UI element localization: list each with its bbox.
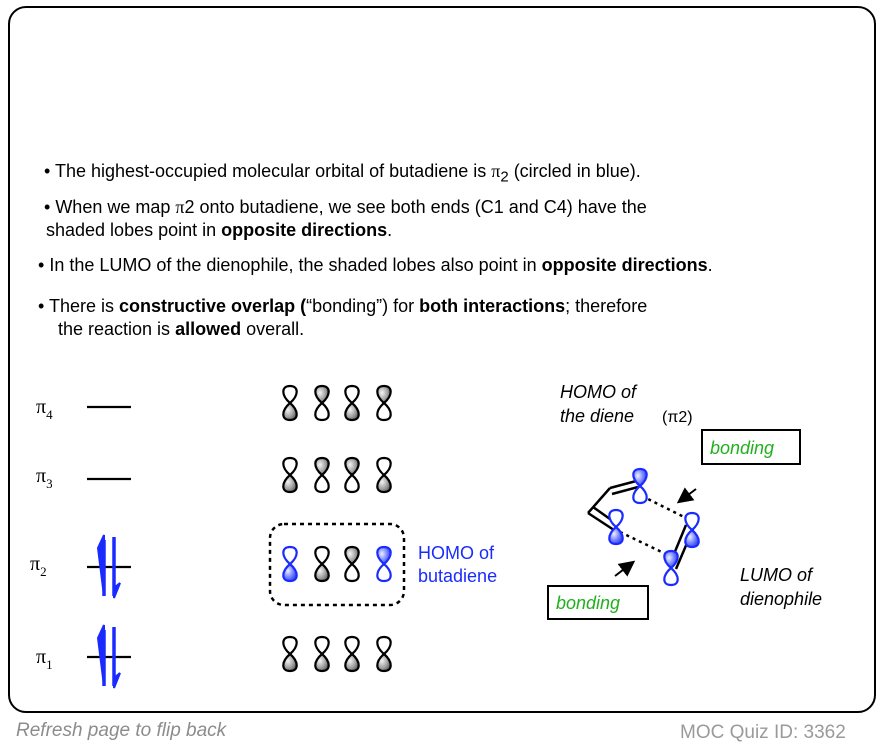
- orbital-lobe: [314, 456, 330, 477]
- orbital-lobe: [314, 473, 330, 494]
- level-pi1: π1: [36, 624, 131, 689]
- orbital-lobe: [376, 652, 392, 673]
- orbital-lobe: [282, 545, 298, 566]
- orbital-lobe: [663, 566, 679, 587]
- orbital-lobe: [376, 401, 392, 422]
- dotted-bond-top: [641, 494, 691, 522]
- arrow-bottom: [614, 560, 636, 577]
- svg-text:π2: π2: [30, 553, 47, 579]
- dotted-bond-bottom: [619, 530, 671, 558]
- arrow-top: [676, 487, 697, 504]
- svg-text:π4: π4: [36, 396, 53, 422]
- bonding-label-bottom: bonding: [556, 593, 620, 613]
- bullet-4: • There is constructive overlap (“bondin…: [38, 296, 648, 339]
- electron-pair-pi2: [96, 534, 121, 599]
- homo-diene-pi-label: (π2): [662, 409, 693, 426]
- quiz-card: [8, 6, 876, 713]
- orbital-lobe: [663, 549, 679, 570]
- lumo-label-2: dienophile: [740, 589, 822, 609]
- orbital-lobe: [344, 545, 360, 566]
- right-orbital-lobes: [608, 467, 700, 587]
- level-pi4: π4: [36, 396, 131, 422]
- orbital-lobe: [344, 456, 360, 477]
- orbital-lobe: [376, 456, 392, 477]
- orbital-lobe: [376, 562, 392, 583]
- orbital-lobe: [608, 508, 624, 529]
- bullet-3: • In the LUMO of the dienophile, the sha…: [38, 255, 713, 275]
- orbital-lobe: [376, 635, 392, 656]
- orbital-lobes: [282, 384, 392, 673]
- lumo-label-1: LUMO of: [740, 565, 814, 585]
- orbital-lobe: [376, 545, 392, 566]
- orbital-lobe: [314, 652, 330, 673]
- homo-butadiene-label-2: butadiene: [418, 566, 497, 586]
- quiz-id: MOC Quiz ID: 3362: [680, 722, 846, 743]
- orbital-lobe: [282, 456, 298, 477]
- orbital-lobe: [282, 562, 298, 583]
- homo-butadiene-label-1: HOMO of: [418, 543, 495, 563]
- orbital-lobe: [314, 384, 330, 405]
- orbital-lobe: [376, 473, 392, 494]
- bullet-1: • The highest-occupied molecular orbital…: [44, 161, 641, 186]
- orbital-lobe: [684, 511, 700, 532]
- orbital-lobe: [632, 484, 648, 505]
- orbital-lobe: [684, 528, 700, 549]
- bullet-2: • When we map π2 onto butadiene, we see …: [44, 197, 647, 240]
- orbital-lobe: [282, 635, 298, 656]
- orbital-lobe: [282, 401, 298, 422]
- orbital-lobe: [282, 473, 298, 494]
- orbital-lobe: [632, 467, 648, 488]
- orbital-lobe: [608, 525, 624, 546]
- orbital-lobe: [314, 545, 330, 566]
- orbital-lobe: [282, 384, 298, 405]
- homo-diene-label-2: the diene: [560, 406, 634, 426]
- orbital-lobe: [344, 473, 360, 494]
- orbital-lobe: [314, 635, 330, 656]
- orbital-lobe: [344, 401, 360, 422]
- electron-pair-pi1: [96, 624, 121, 689]
- refresh-hint: Refresh page to flip back: [16, 720, 227, 741]
- level-pi3: π3: [36, 465, 131, 491]
- level-pi2: π2: [30, 534, 131, 599]
- orbital-lobe: [282, 652, 298, 673]
- orbital-lobe: [344, 635, 360, 656]
- bonding-box-bottom: [547, 585, 649, 620]
- homo-dashed-box: [268, 522, 406, 607]
- orbital-lobe: [376, 384, 392, 405]
- orbital-lobe: [344, 384, 360, 405]
- bonding-box-top: [701, 429, 801, 465]
- bonding-label-top: bonding: [710, 438, 774, 458]
- svg-text:π3: π3: [36, 465, 53, 491]
- svg-text:π1: π1: [36, 646, 53, 672]
- orbital-lobe: [344, 562, 360, 583]
- homo-diene-label-1: HOMO of: [560, 382, 638, 402]
- orbital-lobe: [344, 652, 360, 673]
- orbital-lobe: [314, 401, 330, 422]
- orbital-lobe: [314, 562, 330, 583]
